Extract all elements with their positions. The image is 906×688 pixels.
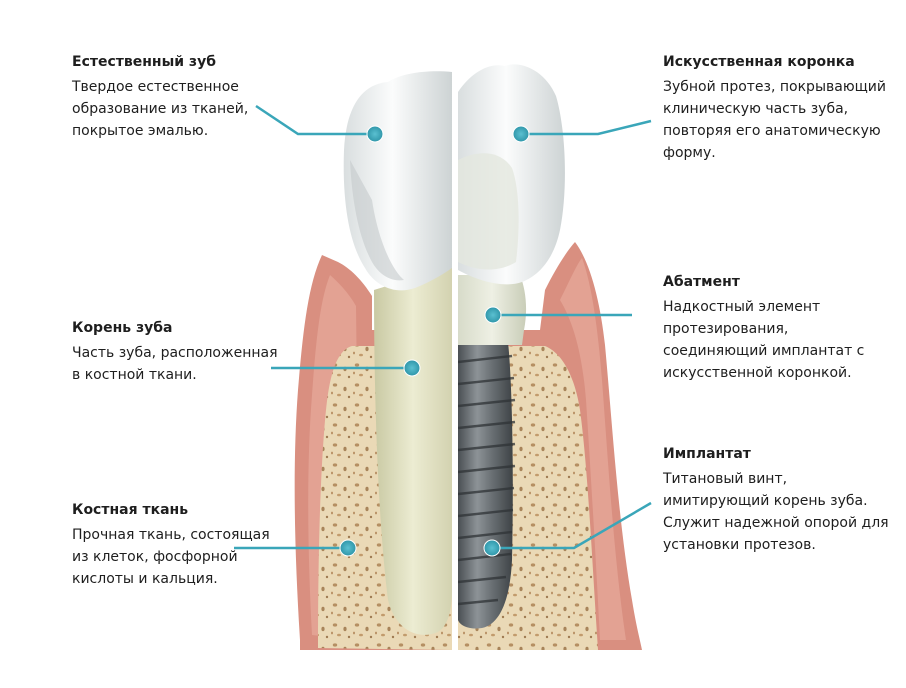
label-natural-tooth-desc: Твердое естественное образование из ткан…: [72, 79, 249, 139]
callout-artificial-crown: [521, 119, 652, 136]
label-artificial-crown: Искусственная коронка Зубной протез, пок…: [663, 52, 893, 164]
callout-natural-tooth: [255, 104, 375, 136]
label-artificial-crown-title: Искусственная коронка: [663, 54, 855, 70]
dot-tooth-root: [403, 359, 421, 377]
dot-abutment: [484, 306, 502, 324]
dot-natural-tooth: [366, 125, 384, 143]
label-implant-title: Имплантат: [663, 446, 751, 462]
crown-inner-core: [458, 153, 519, 270]
callout-dots: [339, 125, 530, 557]
implant-threads: [457, 354, 516, 606]
implant-screw-body: [458, 342, 513, 629]
natural-crown-shade: [350, 160, 404, 281]
gum-highlight-right: [560, 258, 626, 640]
label-tooth-root-desc: Часть зуба, расположенная в костной ткан…: [72, 345, 278, 383]
label-implant-desc: Титановый винт, имитирующий корень зуба.…: [663, 471, 889, 553]
label-bone-tissue-desc: Прочная ткань, состоящая из клеток, фосф…: [72, 527, 270, 587]
label-bone-tissue-title: Костная ткань: [72, 502, 189, 518]
dot-bone-tissue: [339, 539, 357, 557]
label-implant: Имплантат Титановый винт, имитирующий ко…: [663, 444, 893, 556]
label-tooth-root-title: Корень зуба: [72, 320, 173, 336]
natural-side: [294, 71, 452, 650]
dot-implant: [483, 539, 501, 557]
label-natural-tooth: Естественный зуб Твердое естественное об…: [72, 52, 282, 142]
label-artificial-crown-desc: Зубной протез, покрывающий клиническую ч…: [663, 79, 886, 161]
label-natural-tooth-title: Естественный зуб: [72, 54, 216, 70]
implant-side: [457, 64, 642, 650]
center-divider: [452, 60, 458, 660]
label-bone-tissue: Костная ткань Прочная ткань, состоящая и…: [72, 500, 282, 590]
callout-implant: [492, 501, 652, 550]
label-tooth-root: Корень зуба Часть зуба, расположенная в …: [72, 318, 282, 386]
dot-artificial-crown: [512, 125, 530, 143]
callout-lines: [234, 104, 652, 550]
natural-root: [374, 260, 452, 635]
label-abutment-desc: Надкостный элемент протезирования, соеди…: [663, 299, 865, 381]
label-abutment-title: Абатмент: [663, 274, 740, 290]
label-abutment: Абатмент Надкостный элемент протезирован…: [663, 272, 893, 384]
